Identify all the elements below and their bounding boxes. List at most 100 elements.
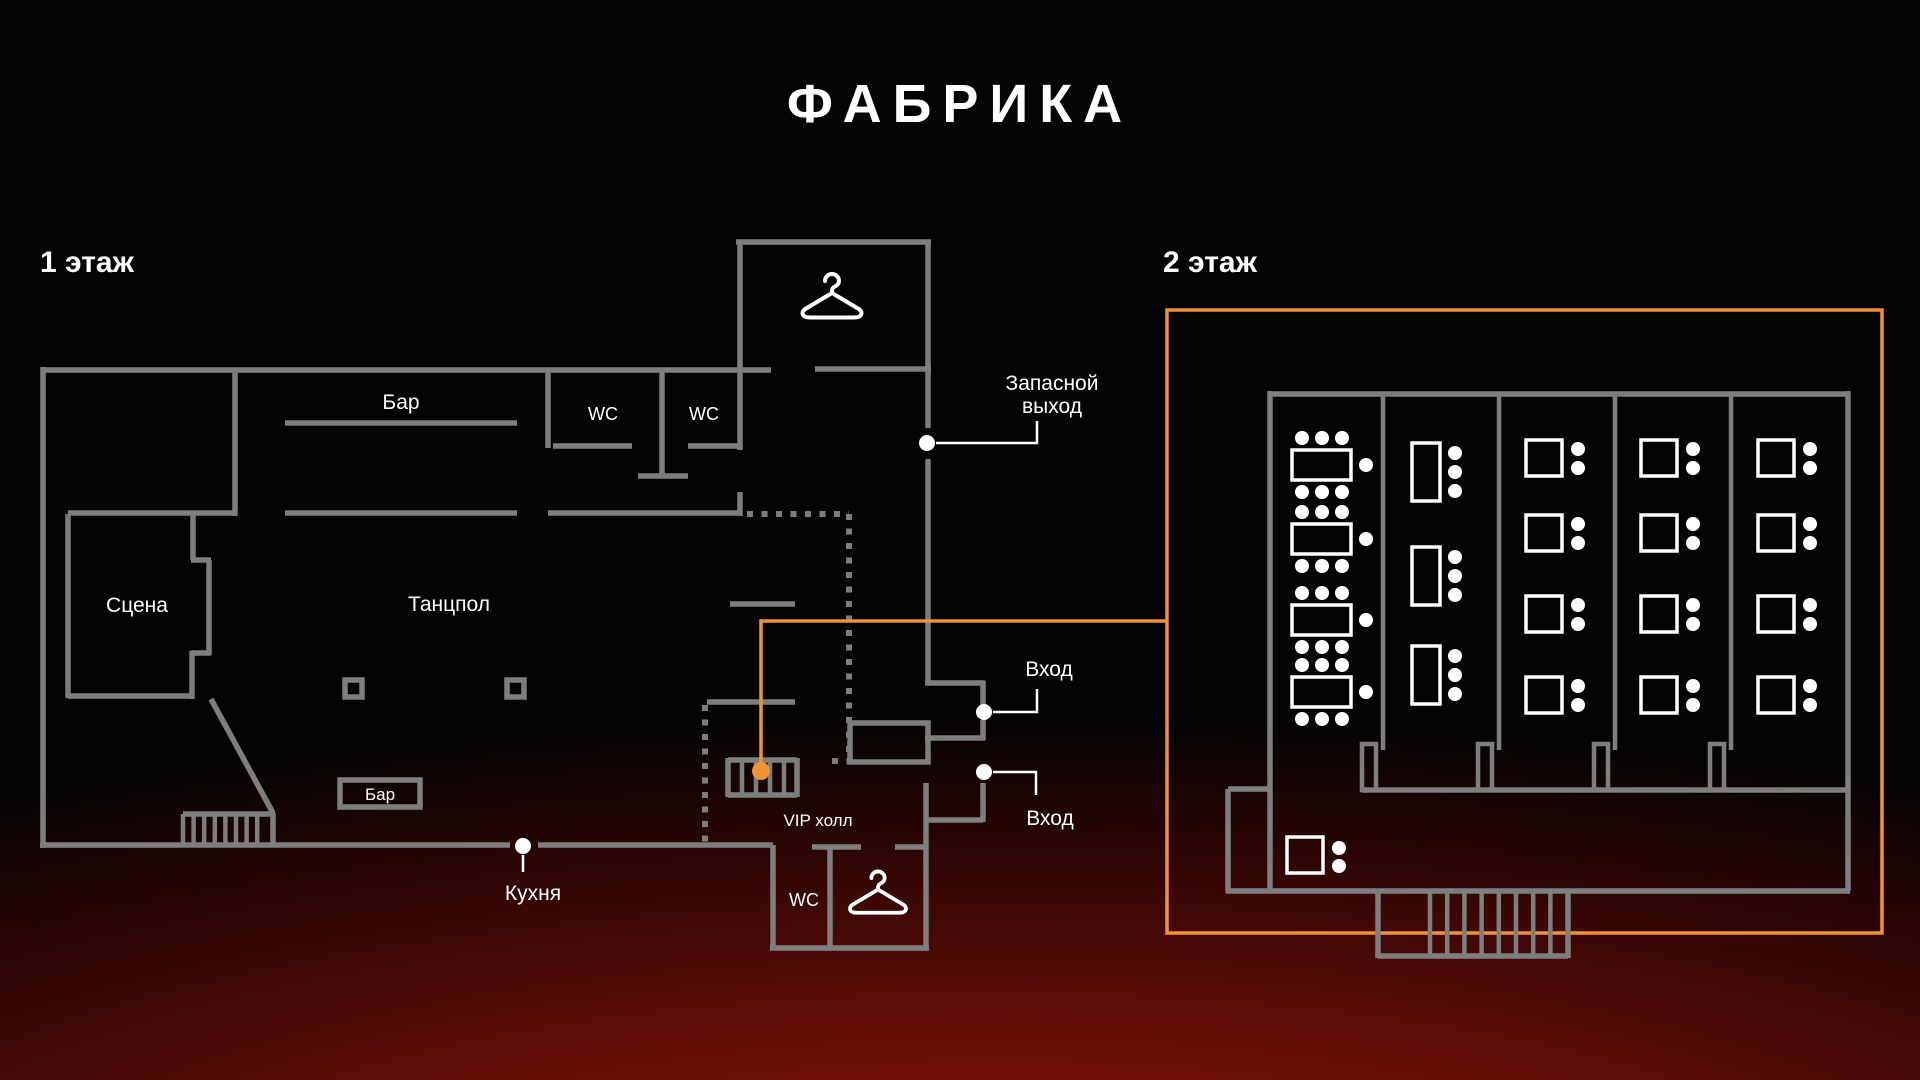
label-entrance-bottom: Вход [1026, 807, 1074, 830]
vip-location-dot [752, 762, 770, 780]
table [1756, 513, 1796, 553]
seat-dot [1448, 569, 1462, 583]
seat-dot [1448, 465, 1462, 479]
seat-dot [1295, 431, 1309, 445]
seat-dot [1315, 559, 1329, 573]
seat-dot [1295, 559, 1309, 573]
seat-dot [1315, 640, 1329, 654]
floor1-plan: 1 этаж [40, 239, 1099, 951]
table [1410, 545, 1442, 607]
floor1-title: 1 этаж [40, 246, 135, 279]
door-marker-emergency-exit [919, 435, 935, 451]
floor2-tables [1285, 431, 1817, 875]
seat-dot [1295, 640, 1309, 654]
seat-dot [1686, 598, 1700, 612]
seat-dot [1448, 687, 1462, 701]
seat-dot [1686, 536, 1700, 550]
seat-dot [1335, 559, 1349, 573]
table [1524, 513, 1564, 553]
seat-dot [1359, 532, 1373, 546]
seat-dot [1448, 668, 1462, 682]
floor2-plan: 2 этаж [1163, 246, 1851, 959]
table [1285, 835, 1325, 875]
seat-dot [1686, 698, 1700, 712]
seat-dot [1686, 517, 1700, 531]
table [1410, 441, 1442, 503]
floor2-title: 2 этаж [1163, 246, 1258, 279]
label-entrance-top: Вход [1025, 658, 1073, 681]
seat-dot [1359, 613, 1373, 627]
seat-dot [1359, 685, 1373, 699]
seat-dot [1803, 598, 1817, 612]
floor1-walls [40, 239, 986, 951]
seat-dot [1571, 442, 1585, 456]
seat-dot [1803, 442, 1817, 456]
seat-dot [1803, 679, 1817, 693]
seat-dot [1315, 712, 1329, 726]
door-marker-kitchen [515, 838, 531, 854]
table [1524, 438, 1564, 478]
seat-dot [1332, 859, 1346, 873]
table [1290, 603, 1353, 637]
floor2-room-dividers [1380, 394, 1734, 750]
hanger-icon [848, 869, 908, 915]
table [1290, 522, 1353, 556]
seat-dot [1803, 536, 1817, 550]
table [1639, 513, 1679, 553]
label-dancefloor: Танцпол [408, 593, 490, 616]
seat-dot [1335, 485, 1349, 499]
seat-dot [1335, 431, 1349, 445]
seat-dot [1571, 617, 1585, 631]
seat-dot [1803, 517, 1817, 531]
pillar [504, 677, 527, 700]
stage-stairs [180, 814, 260, 845]
seat-dot [1315, 431, 1329, 445]
seat-dot [1315, 485, 1329, 499]
table [1290, 448, 1353, 482]
door-marker-entrance-bottom [976, 764, 992, 780]
floor2-stairs [1427, 891, 1553, 956]
table [1410, 644, 1442, 706]
label-emergency-exit-line2: выход [1022, 395, 1082, 418]
seat-dot [1803, 617, 1817, 631]
table [1639, 438, 1679, 478]
vip-connector-line [759, 619, 1167, 766]
seat-dot [1315, 505, 1329, 519]
label-emergency-exit-line1: Запасной [1006, 372, 1099, 395]
seat-dot [1335, 658, 1349, 672]
table [1524, 594, 1564, 634]
seat-dot [1448, 550, 1462, 564]
label-kitchen: Кухня [505, 882, 561, 905]
door-marker-entrance-top [976, 704, 992, 720]
label-bar-bottom: Бар [365, 785, 395, 804]
seat-dot [1315, 586, 1329, 600]
seat-dot [1571, 698, 1585, 712]
label-wc-bottom: WC [789, 890, 819, 910]
label-wc-right: WC [689, 404, 719, 424]
table [1756, 438, 1796, 478]
entrance-vestibule [847, 720, 931, 765]
table [1639, 675, 1679, 715]
seat-dot [1448, 588, 1462, 602]
seat-dot [1335, 505, 1349, 519]
seat-dot [1571, 536, 1585, 550]
seat-dot [1295, 712, 1309, 726]
seat-dot [1448, 649, 1462, 663]
seat-dot [1686, 461, 1700, 475]
seat-dot [1803, 461, 1817, 475]
leader-lines [521, 421, 1039, 872]
hanger-icon [800, 272, 864, 320]
seat-dot [1803, 698, 1817, 712]
seat-dot [1295, 485, 1309, 499]
seat-dot [1315, 658, 1329, 672]
table [1524, 675, 1564, 715]
seat-dot [1571, 679, 1585, 693]
label-wc-left: WC [588, 404, 618, 424]
seat-dot [1686, 617, 1700, 631]
seat-dot [1359, 458, 1373, 472]
table [1290, 675, 1353, 709]
seat-dot [1448, 484, 1462, 498]
